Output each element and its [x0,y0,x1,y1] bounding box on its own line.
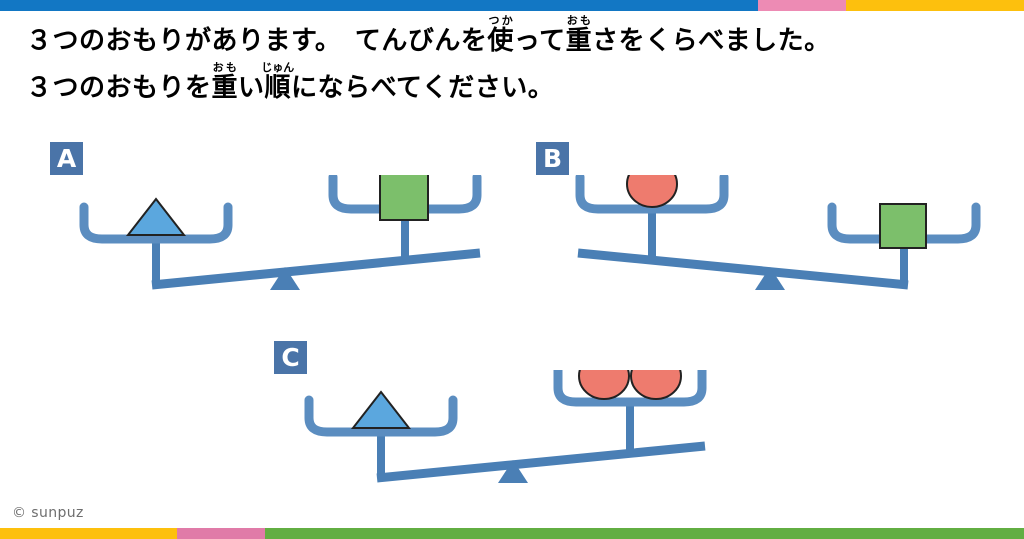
balance-label-b: B [536,142,569,175]
balance-a-weight-triangle [125,197,187,236]
bottom-color-bar [0,528,1024,539]
heading-furigana-tsuka: つか [487,14,514,27]
balance-c-svg [304,352,707,483]
question-heading: ３つのおもりがあります。 てんびんを使つかって重おもさをくらべました。 ３つのお… [26,14,996,108]
heading-furigana-omo: おも [565,14,593,27]
heading-ruby-jun: 順じゅん [261,62,294,103]
heading-text-1b: って [513,26,566,56]
heading-ruby-omoi: 重おも [211,62,239,103]
balance-b-fulcrum [755,267,785,290]
balance-c-weight-circle-2 [630,352,682,400]
question-line-1: ３つのおもりがあります。 てんびんを使つかって重おもさをくらべました。 [26,14,996,61]
balance-c-right-pan [553,365,707,407]
heading-kanji-omoi: 重 [211,73,239,103]
balance-a-weight-square [379,173,429,221]
bottom-bar-segment-yellow [0,528,177,539]
balance-scale-a [60,172,500,309]
balance-a-svg [79,172,482,290]
balance-c-weight-circle-1 [578,352,630,400]
balance-a-left-pan [79,202,233,244]
top-bar-segment-pink [758,0,846,11]
heading-ruby-omo: 重おも [565,15,593,56]
balance-c-beam [376,441,706,483]
heading-ruby-tsuka: 使つか [487,15,514,56]
balance-c-fulcrum [498,460,528,483]
heading-furigana-jun: じゅん [261,61,295,74]
balance-a-beam [151,248,481,290]
balance-c-left-pan [304,395,458,437]
heading-kanji-jun: 順 [261,73,295,103]
heading-text-1a: ３つのおもりがあります。 てんびんを [26,26,488,56]
balance-label-c: C [274,341,307,374]
top-bar-segment-yellow [846,0,1024,11]
heading-text-2c: にならべてください。 [291,73,555,103]
question-line-2: ３つのおもりを重おもい順じゅんにならべてください。 [26,61,996,108]
balance-c-weight-triangle [350,390,412,429]
balance-scale-c [285,352,735,499]
balance-label-a: A [50,142,83,175]
balance-b-left-pan [575,172,729,214]
bottom-bar-segment-pink [177,528,265,539]
balance-a-fulcrum [270,267,300,290]
heading-text-2b: い [238,73,265,103]
heading-furigana-omo2: おも [211,61,239,74]
heading-text-2a: ３つのおもりを [26,73,212,103]
balance-b-beam [577,248,909,290]
heading-kanji-omosa: 重 [565,26,593,56]
copyright-credit: © sunpuz [12,505,84,521]
top-color-bar [0,0,1024,11]
balance-b-svg [575,160,981,290]
bottom-bar-segment-green [265,528,1024,539]
heading-text-1c: さをくらべました。 [592,26,831,56]
top-bar-segment-blue [0,0,758,11]
balance-b-weight-square [879,203,927,249]
balance-b-weight-circle [626,160,678,208]
balance-scale-b [548,160,998,309]
heading-kanji-tsukau: 使 [487,26,514,56]
